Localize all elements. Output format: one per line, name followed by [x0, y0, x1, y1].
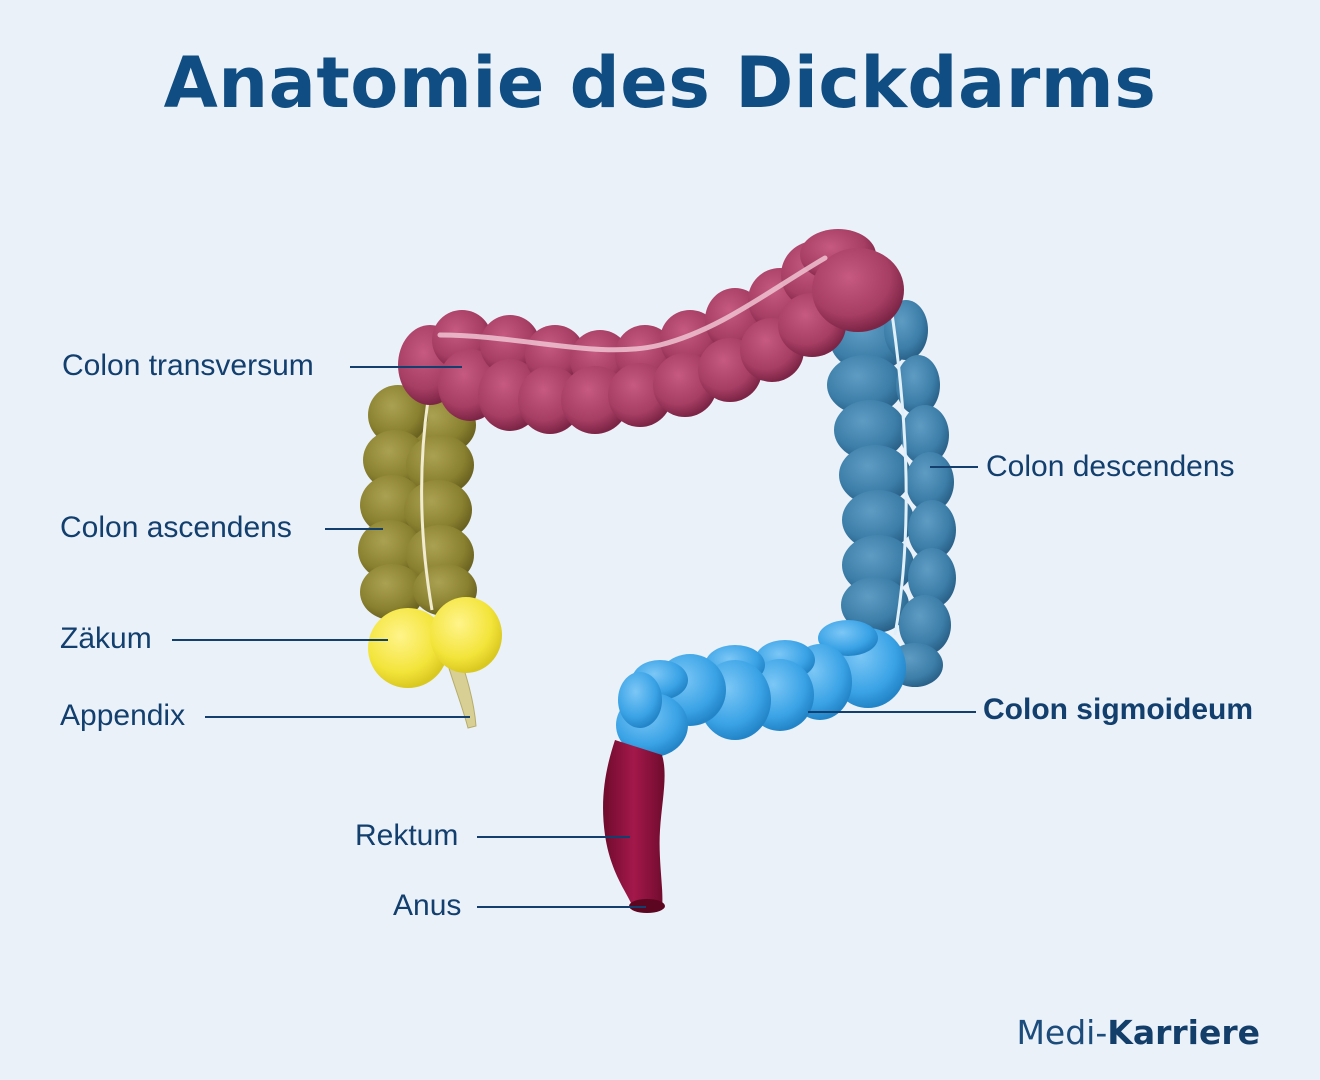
- label-appendix: Appendix: [60, 699, 186, 732]
- colon-sigmoideum-shape: [616, 620, 906, 757]
- anus-shape: [629, 899, 665, 913]
- label-colon-descendens: Colon descendens: [986, 450, 1235, 483]
- label-rektum: Rektum: [355, 819, 459, 852]
- label-anus: Anus: [393, 889, 462, 922]
- label-colon-transversum: Colon transversum: [62, 349, 314, 382]
- brand-prefix: Medi-: [1016, 1013, 1108, 1052]
- label-colon-sigmoideum: Colon sigmoideum: [983, 693, 1253, 726]
- colon-transversum-shape: [398, 229, 904, 434]
- label-colon-ascendens: Colon ascendens: [60, 511, 292, 544]
- rektum-shape: [603, 740, 665, 908]
- brand-logo: Medi-Karriere: [1016, 1013, 1260, 1052]
- leader-lines: [172, 366, 978, 908]
- zaekum-shape: [368, 597, 502, 688]
- brand-name: Karriere: [1107, 1013, 1260, 1052]
- colon-ascendens-shape: [358, 385, 477, 620]
- page-title: Anatomie des Dickdarms: [163, 42, 1157, 124]
- label-zaekum: Zäkum: [60, 622, 152, 655]
